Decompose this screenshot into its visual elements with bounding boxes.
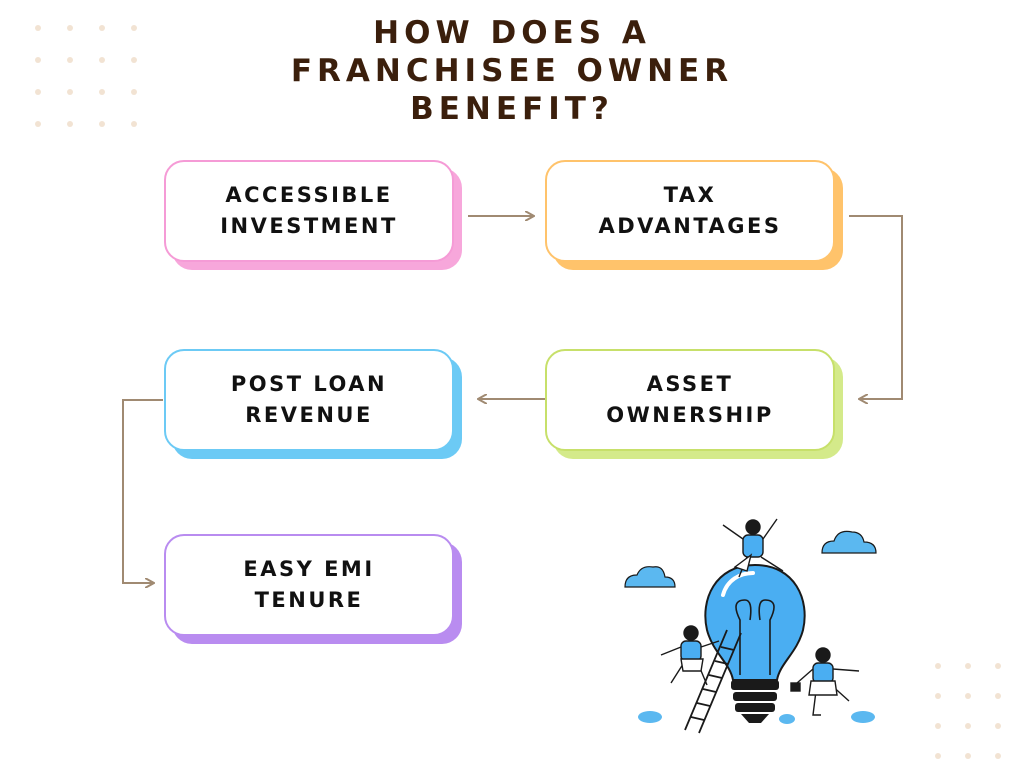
step-asset-ownership: ASSET OWNERSHIP — [545, 349, 843, 459]
arrow-tax-to-asset — [849, 215, 903, 399]
decorative-dot — [35, 57, 41, 63]
cloud-icon — [624, 530, 877, 588]
step-label-line-2: OWNERSHIP — [606, 403, 774, 427]
decorative-dot — [99, 57, 105, 63]
step-label-line-1: EASY EMI — [243, 557, 375, 581]
page-title: HOW DOES A FRANCHISEE OWNER BENEFIT? — [0, 14, 1024, 128]
decorative-dot — [131, 121, 137, 127]
decorative-dot — [935, 693, 941, 699]
step-label-line-2: INVESTMENT — [220, 214, 398, 238]
decorative-dot — [99, 25, 105, 31]
decorative-dot — [965, 663, 971, 669]
decorative-dot — [995, 663, 1001, 669]
decorative-dot — [995, 723, 1001, 729]
bush-icon — [638, 711, 875, 724]
decorative-dot — [131, 57, 137, 63]
decorative-dot — [35, 89, 41, 95]
person-icon — [790, 647, 860, 716]
decorative-dot — [995, 753, 1001, 759]
person-icon — [660, 625, 720, 686]
person-icon — [722, 518, 784, 578]
decorative-dot — [35, 121, 41, 127]
decorative-dot — [935, 663, 941, 669]
title-line-3: BENEFIT? — [410, 91, 614, 127]
decorative-dot — [67, 89, 73, 95]
arrow-revenue-to-emi — [122, 399, 163, 583]
lightbulb-icon — [704, 563, 806, 723]
decorative-dot — [67, 121, 73, 127]
title-line-1: HOW DOES A — [373, 15, 651, 51]
step-post-loan-revenue: POST LOAN REVENUE — [164, 349, 462, 459]
decorative-dot — [965, 693, 971, 699]
decorative-dot — [965, 723, 971, 729]
step-label-line-2: TENURE — [254, 588, 364, 612]
decorative-dot — [935, 723, 941, 729]
decorative-dot — [131, 25, 137, 31]
step-label-line-1: TAX — [663, 183, 717, 207]
decorative-dot — [995, 693, 1001, 699]
step-accessible-investment: ACCESSIBLE INVESTMENT — [164, 160, 462, 270]
step-label-line-1: ACCESSIBLE — [225, 183, 393, 207]
decorative-dot — [965, 753, 971, 759]
decorative-dot — [99, 89, 105, 95]
step-label-line-2: REVENUE — [245, 403, 373, 427]
lightbulb-teamwork-illustration — [624, 518, 877, 734]
step-tax-advantages: TAX ADVANTAGES — [545, 160, 843, 270]
decorative-dot — [67, 57, 73, 63]
decorative-dot — [35, 25, 41, 31]
decorative-dot — [131, 89, 137, 95]
decorative-dot — [99, 121, 105, 127]
step-label-line-2: ADVANTAGES — [598, 214, 782, 238]
title-line-2: FRANCHISEE OWNER — [290, 53, 734, 89]
step-label-line-1: POST LOAN — [230, 372, 388, 396]
step-easy-emi-tenure: EASY EMI TENURE — [164, 534, 462, 644]
ladder-icon — [684, 629, 742, 734]
decorative-dot — [935, 753, 941, 759]
step-label-line-1: ASSET — [646, 372, 734, 396]
decorative-dot — [67, 25, 73, 31]
